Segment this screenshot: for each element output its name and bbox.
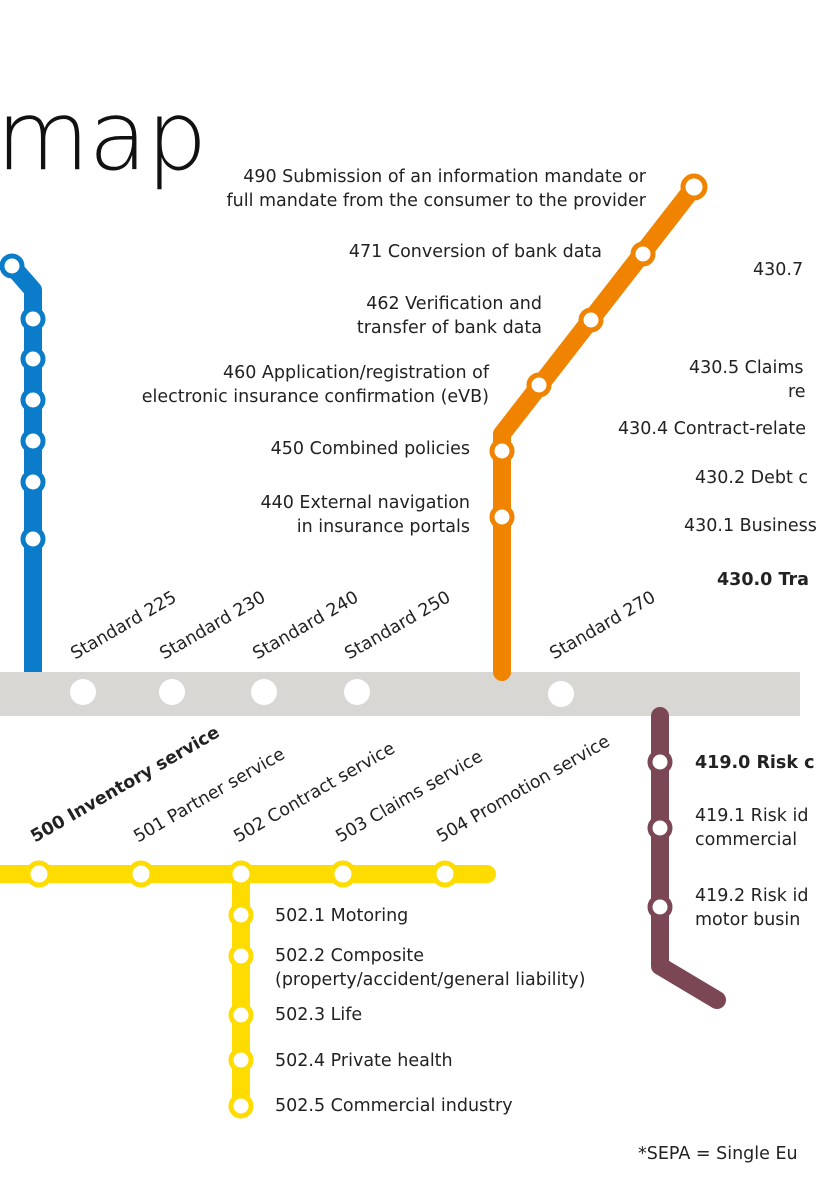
station-label-450: 450 Combined policies [270, 439, 470, 459]
station-label-430-5: 430.5 Claims [689, 358, 804, 378]
plum-line-track [651, 707, 726, 1009]
blue-station[interactable] [20, 306, 46, 332]
plum-station[interactable] [647, 815, 673, 841]
blue-station[interactable] [20, 469, 46, 495]
station-label-462: 462 Verification and transfer of bank da… [356, 294, 542, 338]
yellow-station[interactable] [228, 943, 254, 969]
gray-station[interactable] [251, 679, 277, 705]
branch-502-1-label: 502.1 Motoring [275, 906, 409, 926]
station-label-430-2: 430.2 Debt c [695, 468, 809, 488]
branch-502-5-label: 502.5 Commercial industry [275, 1096, 513, 1116]
orange-line-stations [489, 173, 708, 530]
plum-line-stations [647, 749, 673, 920]
map-lines [0, 173, 800, 1119]
orange-station[interactable] [630, 241, 656, 267]
blue-station[interactable] [20, 526, 46, 552]
blue-station[interactable] [20, 346, 46, 372]
blue-station[interactable] [0, 253, 25, 279]
station-label-419-0: 419.0 Risk c [695, 753, 815, 773]
station-label-430-4: 430.4 Contract-relate [618, 419, 807, 439]
yellow-station[interactable] [227, 860, 255, 888]
yellow-station[interactable] [329, 860, 357, 888]
branch-502-3-label: 502.3 Life [275, 1005, 363, 1025]
orange-station[interactable] [680, 173, 708, 201]
orange-station[interactable] [489, 438, 515, 464]
gray-line-stations [70, 679, 574, 707]
yellow-station[interactable] [431, 860, 459, 888]
yellow-station[interactable] [228, 1093, 254, 1119]
yellow-station[interactable] [228, 1002, 254, 1028]
gray-station[interactable] [70, 679, 96, 705]
branch-502-2-label: 502.2 Composite [275, 946, 425, 966]
branch-502-2-sub-label: (property/accident/general liability) [275, 970, 586, 990]
station-label-440: 440 External navigation in insurance por… [260, 493, 470, 537]
page-title: map [0, 80, 207, 192]
station-label-430-5-line2: re [788, 382, 806, 402]
gray-station[interactable] [548, 681, 574, 707]
yellow-station[interactable] [25, 860, 53, 888]
station-label-430-0: 430.0 Tra [717, 570, 809, 590]
station-label-471: 471 Conversion of bank data [348, 242, 602, 262]
orange-station[interactable] [489, 504, 515, 530]
blue-station[interactable] [20, 428, 46, 454]
station-label-490: 490 Submission of an information mandate… [226, 167, 646, 211]
gray-line-band [0, 672, 800, 716]
gray-station[interactable] [344, 679, 370, 705]
plum-station[interactable] [647, 894, 673, 920]
yellow-station[interactable] [228, 902, 254, 928]
yellow-station[interactable] [228, 1047, 254, 1073]
transit-map-diagram: map 490 Submission of an information man… [0, 80, 817, 1164]
footnote: *SEPA = Single Eu [638, 1144, 798, 1164]
plum-station[interactable] [647, 749, 673, 775]
orange-station[interactable] [578, 307, 604, 333]
yellow-line-stations [25, 860, 459, 1119]
orange-station[interactable] [526, 372, 552, 398]
gray-station[interactable] [159, 679, 185, 705]
branch-502-4-label: 502.4 Private health [275, 1051, 453, 1071]
blue-line-stations [0, 253, 46, 552]
station-label-430-1: 430.1 Business [684, 516, 817, 536]
blue-station[interactable] [20, 387, 46, 413]
station-label-419-1: 419.1 Risk id commercial [695, 806, 809, 850]
yellow-station[interactable] [127, 860, 155, 888]
station-label-460: 460 Application/registration of electron… [141, 363, 489, 407]
station-label-430-7: 430.7 [753, 260, 804, 280]
station-label-419-2: 419.2 Risk id motor busin [695, 886, 809, 930]
orange-line-track [493, 178, 703, 681]
